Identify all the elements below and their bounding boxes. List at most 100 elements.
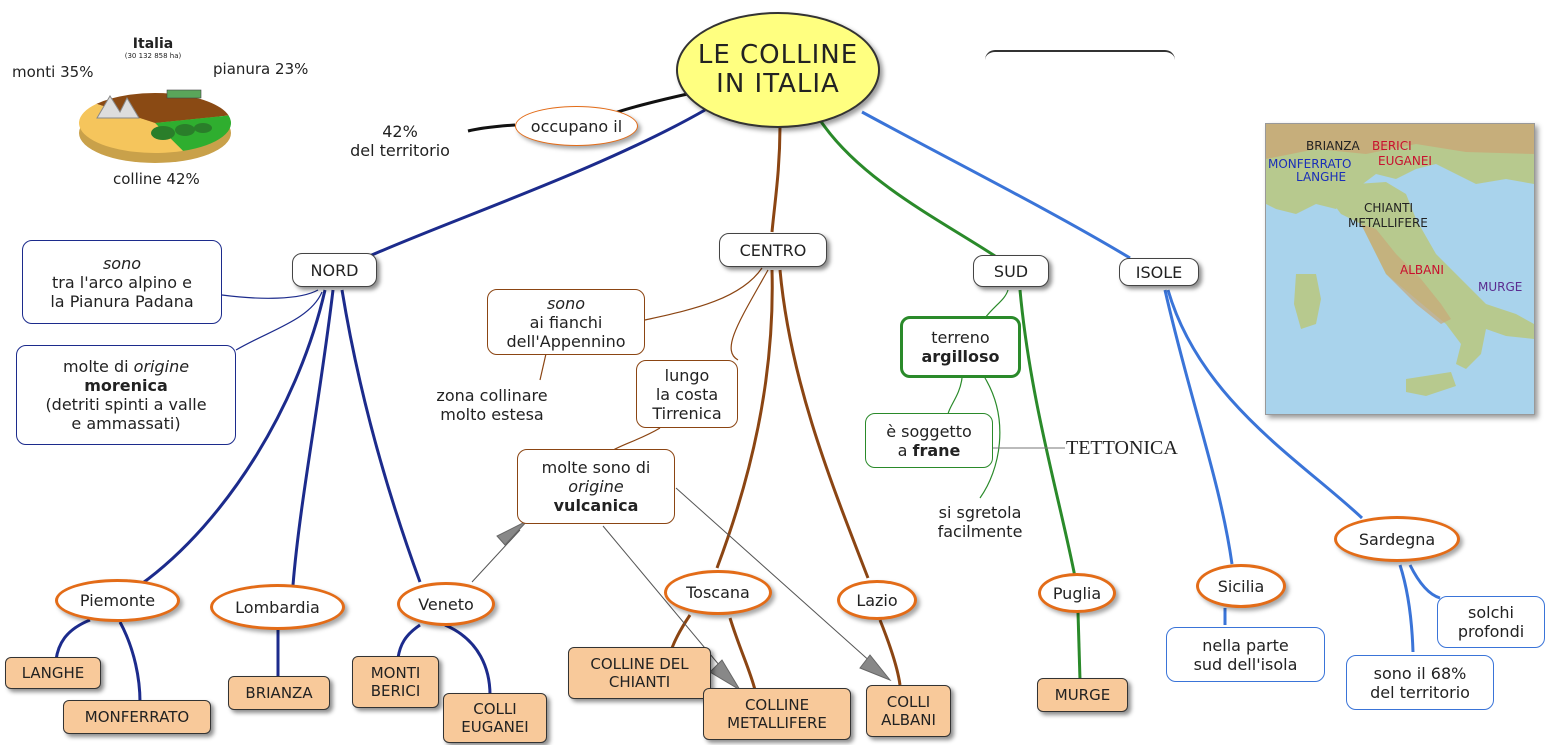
centro-sono-italic: sono [546,293,586,313]
sicilia-detail-box[interactable]: nella parte sud dell'isola [1166,627,1325,682]
occupano-node[interactable]: occupano il [515,106,638,146]
colli-euganei-tag[interactable]: COLLI EUGANEI [443,693,547,743]
map-label-berici: BERICI [1372,139,1412,153]
sard-pct-line1: sono il 68% [1373,663,1467,683]
nord-sono-box[interactable]: sono tra l'arco alpino e la Pianura Pada… [22,240,222,324]
sardegna-label: Sardegna [1358,529,1436,549]
metallifere-tag[interactable]: COLLINE METALLIFERE [703,688,851,740]
zona-line2: molto estesa [440,405,544,424]
lombardia-label: Lombardia [235,597,320,617]
brianza-tag[interactable]: BRIANZA [228,676,330,710]
title-line2: IN ITALIA [716,69,840,99]
monti-berici-line1: MONTI [370,664,421,682]
sud-frane-box[interactable]: è soggetto a frane [865,413,993,468]
murge-tag[interactable]: MURGE [1037,678,1128,712]
monferrato-tag[interactable]: MONFERRATO [63,700,211,734]
pie-slice-monti [96,93,229,123]
centro-costa-box[interactable]: lungo la costa Tirrenica [636,360,738,428]
toscana-label: Toscana [686,583,750,602]
nord-morenica-box[interactable]: molte di origine morenica (detriti spint… [16,345,236,445]
lazio-label: Lazio [856,590,898,610]
map-label-euganei: EUGANEI [1378,154,1432,168]
occupano-result-line1: 42% [382,122,418,141]
albani-line1: COLLI [886,693,931,711]
albani-tag[interactable]: COLLI ALBANI [866,685,951,737]
chianti-tag[interactable]: COLLINE DEL CHIANTI [568,647,711,699]
veneto-label: Veneto [418,594,474,614]
morenica-italic: origine [133,357,190,376]
pie-label-colline: colline 42% [113,170,200,188]
centro-sono-line1: ai fianchi [529,312,603,332]
vulc-italic: origine [568,477,624,496]
nord-sono-line2: la Pianura Padana [50,291,194,311]
zona-line1: zona collinare [436,386,548,405]
solchi-box[interactable]: solchi profondi [1437,596,1545,648]
region-nord[interactable]: NORD [292,253,377,287]
langhe-label: LANGHE [21,664,85,682]
centro-vulcanica-box[interactable]: molte sono di origine vulcanica [517,449,675,524]
map-label-langhe: LANGHE [1296,170,1347,184]
nord-sono-italic: sono [102,253,142,273]
map-label-metallifere: METALLIFERE [1348,216,1428,230]
occupano-result-line2: del territorio [350,141,450,160]
vulc-line1: molte sono di [541,458,651,477]
solchi-line1: solchi [1468,603,1514,622]
centro-sono-line2: dell'Appennino [506,331,626,351]
lazio-node[interactable]: Lazio [837,580,917,620]
region-nord-label: NORD [310,260,359,280]
region-sud-label: SUD [993,261,1029,281]
monti-berici-tag[interactable]: MONTI BERICI [352,656,439,708]
metall-line2: METALLIFERE [727,714,827,732]
lombardia-node[interactable]: Lombardia [210,584,345,630]
occupano-label: occupano il [530,116,623,136]
sardegna-pct-box[interactable]: sono il 68% del territorio [1346,655,1494,710]
region-isole-label: ISOLE [1135,262,1183,282]
centro-zona-text: zona collinare molto estesa [412,386,572,424]
morenica-text: molte di [62,357,129,376]
sicilia-node[interactable]: Sicilia [1196,564,1286,608]
chianti-line2: CHIANTI [608,673,671,691]
costa-line1: lungo [664,365,710,385]
sicilia-detail-line1: nella parte [1202,635,1289,655]
monferrato-label: MONFERRATO [84,708,190,726]
map-label-murge: MURGE [1478,280,1523,294]
region-centro[interactable]: CENTRO [719,233,827,267]
italy-map: BRIANZA BERICI EUGANEI MONFERRATO LANGHE… [1265,123,1535,415]
frane-line2: a frane [898,441,961,460]
sgretola-line1: si sgretola [938,503,1022,522]
empty-box [985,50,1175,72]
puglia-label: Puglia [1052,583,1102,603]
brianza-label: BRIANZA [245,684,313,702]
morenica-line3: (detriti spinti a valle [45,395,207,414]
sardegna-node[interactable]: Sardegna [1334,516,1460,562]
region-sud[interactable]: SUD [973,255,1049,287]
toscana-node[interactable]: Toscana [664,570,772,615]
vulc-bold: vulcanica [553,496,639,515]
sud-sgretola-text: si sgretola facilmente [910,503,1050,541]
veneto-node[interactable]: Veneto [397,582,495,626]
region-centro-label: CENTRO [739,240,807,260]
sgretola-line2: facilmente [937,522,1023,541]
map-title-node[interactable]: LE COLLINE IN ITALIA [676,12,880,128]
occupano-result: 42% del territorio [340,122,460,160]
piemonte-node[interactable]: Piemonte [55,579,180,622]
map-label-monferrato: MONFERRATO [1268,157,1352,171]
pie-label-monti: monti 35% [12,63,94,81]
nord-sono-line1: tra l'arco alpino e [52,272,192,292]
frane-a: a [897,440,908,460]
centro-sono-box[interactable]: sono ai fianchi dell'Appennino [487,289,645,355]
colli-euganei-line2: EUGANEI [461,718,529,736]
morenica-bold: morenica [84,376,168,395]
albani-line2: ALBANI [881,711,936,729]
langhe-tag[interactable]: LANGHE [5,657,101,689]
pie-title: Italia [132,36,174,52]
terreno-line1: terreno [931,328,990,347]
solchi-line2: profondi [1457,622,1525,641]
region-isole[interactable]: ISOLE [1119,258,1199,286]
puglia-node[interactable]: Puglia [1038,573,1116,613]
costa-line2: la costa [655,384,719,404]
frane-line1: è soggetto [886,421,972,441]
terreno-bold: argilloso [921,347,1000,366]
sud-terreno-box[interactable]: terreno argilloso [900,316,1021,378]
